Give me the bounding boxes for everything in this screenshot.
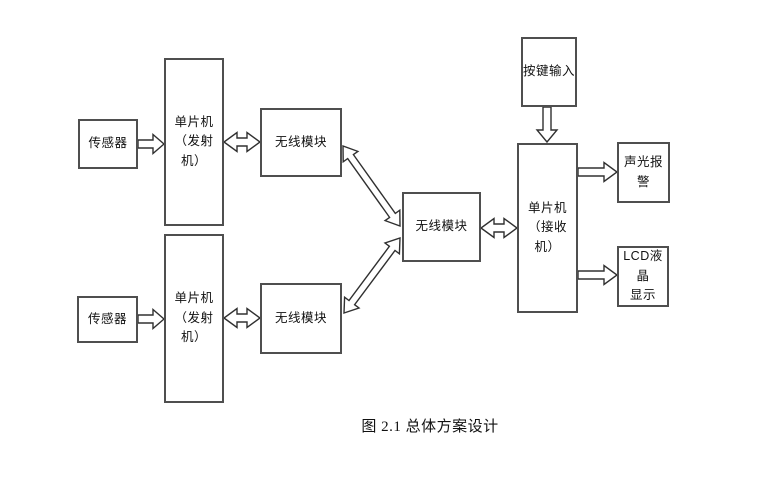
- node-sensor-1-label: 传感器: [88, 136, 128, 151]
- node-key-input: 按键输入: [521, 37, 577, 107]
- arrow-keyinput-to-mcurx: [535, 106, 559, 144]
- node-mcu-rx: 单片机 （接收 机）: [517, 143, 578, 313]
- figure-caption: 图 2.1 总体方案设计: [361, 419, 499, 435]
- node-wireless-1-label: 无线模块: [274, 134, 327, 149]
- arrow-wireless2-center: [343, 237, 401, 314]
- node-alarm-label: 声光报警: [623, 155, 663, 189]
- node-sensor-1: 传感器: [78, 119, 138, 169]
- arrow-mcu1-wireless1: [222, 131, 262, 153]
- arrow-center-to-mcurx: [479, 217, 519, 239]
- node-wireless-2: 无线模块: [260, 283, 342, 354]
- node-sensor-2-label: 传感器: [87, 311, 127, 326]
- node-key-input-label: 按键输入: [523, 64, 576, 79]
- node-mcu-tx-1-label: 单片机 （发射 机）: [174, 114, 214, 168]
- node-wireless-2-label: 无线模块: [274, 310, 327, 325]
- arrow-mcu2-wireless2: [222, 307, 262, 329]
- node-sensor-2: 传感器: [77, 296, 138, 343]
- node-mcu-tx-2: 单片机 （发射 机）: [164, 234, 224, 403]
- arrow-mcurx-to-lcd: [577, 264, 619, 286]
- node-wireless-1: 无线模块: [260, 108, 342, 177]
- node-lcd: LCD液晶 显示: [617, 246, 669, 307]
- node-mcu-rx-label: 单片机 （接收 机）: [527, 200, 567, 254]
- arrow-sensor2-to-mcu2: [137, 307, 166, 331]
- arrow-sensor1-to-mcu1: [137, 132, 166, 156]
- node-mcu-tx-2-label: 单片机 （发射 机）: [174, 291, 214, 345]
- node-alarm: 声光报警: [617, 142, 670, 203]
- node-wireless-center-label: 无线模块: [415, 219, 468, 234]
- node-wireless-center: 无线模块: [402, 192, 481, 262]
- node-lcd-label: LCD液晶 显示: [623, 249, 663, 303]
- arrow-mcurx-to-alarm: [577, 161, 619, 183]
- arrow-wireless1-center: [342, 144, 401, 228]
- node-mcu-tx-1: 单片机 （发射 机）: [164, 58, 224, 226]
